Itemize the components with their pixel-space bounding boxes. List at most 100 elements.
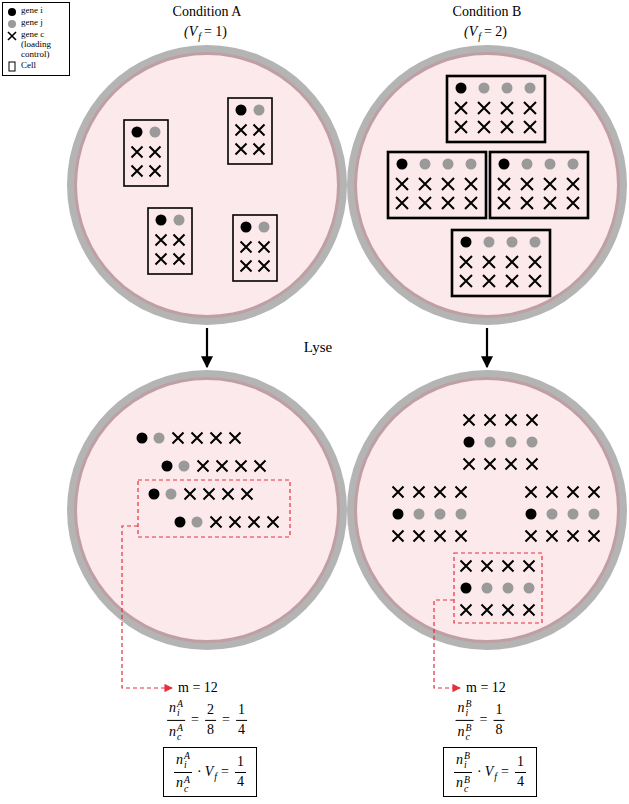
gene-j-dot	[502, 83, 513, 94]
gene-c-mark	[435, 531, 446, 542]
numerator: nBi	[456, 699, 474, 721]
gene-c-mark	[211, 433, 222, 444]
process-arrow	[206, 328, 208, 367]
formula-text: 1	[237, 755, 244, 770]
gene-c-mark	[173, 433, 184, 444]
numerator: nAi	[174, 751, 192, 773]
dish-illustration	[347, 370, 627, 650]
math-symbol: nBc	[456, 775, 470, 794]
gene-j-dot	[503, 583, 514, 594]
symbol-base: n	[169, 724, 176, 739]
gene-c-mark	[461, 561, 472, 572]
gene-c-mark	[483, 256, 495, 268]
gene-c-mark	[465, 197, 477, 209]
denominator: 4	[236, 721, 247, 738]
symbol-base: n	[456, 753, 463, 768]
gene-c-mark	[435, 487, 446, 498]
index-stack: Bc	[466, 723, 472, 742]
gene-c-mark	[242, 489, 253, 500]
gene-c-mark	[456, 531, 467, 542]
gene-i-dot	[156, 215, 167, 226]
legend-swatch	[6, 6, 18, 17]
gene-c-mark	[524, 561, 535, 572]
dish-illustration	[67, 45, 347, 325]
dish-rim	[67, 45, 347, 325]
cell-outline	[233, 215, 277, 281]
math-symbol: nAc	[176, 775, 190, 794]
symbol-base: n	[176, 776, 183, 791]
subscript: f	[478, 32, 481, 41]
fraction: 14	[235, 755, 246, 789]
text-line: nBinBc=18	[454, 699, 507, 741]
dish-medium	[357, 380, 617, 640]
gene-i-dot	[461, 583, 472, 594]
volume-factor: = 1)	[204, 24, 227, 40]
subscript: c	[184, 784, 190, 793]
denominator: nBc	[456, 721, 474, 742]
gene-c-mark	[544, 178, 556, 190]
gene-c-mark	[501, 102, 513, 114]
numerator: 1	[235, 755, 246, 773]
index-stack: f	[198, 23, 201, 42]
gene-c-mark	[526, 487, 537, 498]
gene-c-mark	[460, 256, 472, 268]
gene-c-mark	[589, 487, 600, 498]
result-box: nAinAc·Vf=14	[163, 747, 257, 797]
math-symbol: (Vf	[184, 23, 201, 42]
gene-c-mark	[589, 531, 600, 542]
index-stack: Ac	[184, 775, 190, 794]
subscript: c	[464, 784, 470, 793]
gene-c-mark	[236, 461, 247, 472]
gene-c-mark	[419, 197, 431, 209]
gene-c-mark	[198, 461, 209, 472]
subscript: i	[466, 708, 472, 717]
subscript: f	[494, 772, 497, 781]
lysate-dish: m = 12nAinAc=28=14	[67, 370, 347, 650]
formula-text: ·	[477, 764, 482, 780]
text-line: m = 12	[178, 680, 218, 696]
denominator: 8	[493, 721, 504, 738]
text-line: Condition B	[453, 4, 522, 20]
fraction: 14	[515, 755, 526, 789]
gene-i-dot	[236, 105, 247, 116]
math-symbol: nBi	[458, 699, 472, 718]
gene-c-mark	[185, 489, 196, 500]
dish-medium	[77, 380, 337, 640]
gene-j-dot	[166, 489, 177, 500]
legend-swatch	[6, 61, 18, 72]
dish-inner-rim	[74, 52, 340, 318]
superscript: B	[466, 699, 472, 708]
symbol-base: n	[176, 753, 183, 768]
denominator: nBc	[454, 773, 472, 794]
symbol-base: n	[456, 776, 463, 791]
cell-outline	[124, 120, 168, 186]
lysate-dish: m = 12nBinBc=18	[347, 370, 627, 650]
gene-c-mark	[465, 178, 477, 190]
text-line: (Vf= 2)	[464, 23, 510, 42]
math-symbol: nAi	[176, 751, 190, 770]
leader-line	[122, 526, 172, 688]
gene-c-mark	[568, 531, 579, 542]
cell-outline	[388, 152, 486, 218]
gene-i-dot	[456, 83, 467, 94]
gene-c-mark	[132, 166, 143, 177]
gene-c-mark	[478, 102, 490, 114]
fraction: 14	[236, 703, 247, 737]
gene-c-mark	[503, 605, 514, 616]
gene-i-dot	[241, 222, 252, 233]
gene-c-mark	[567, 197, 579, 209]
formula-text: 1	[517, 755, 524, 770]
formula-text: ·	[197, 764, 202, 780]
gene-i-dot	[397, 159, 408, 170]
spacer	[198, 23, 201, 32]
gene-c-mark	[455, 121, 467, 133]
gene-c-mark	[544, 197, 556, 209]
gene-c-mark	[498, 197, 510, 209]
gene-j-dot	[192, 517, 203, 528]
gene-c-mark	[455, 102, 467, 114]
formula-text: =	[480, 712, 488, 728]
gene-j-dot	[545, 159, 556, 170]
gene-c-mark	[501, 121, 513, 133]
gene-c-mark	[174, 235, 185, 246]
index-stack: Bi	[464, 751, 470, 770]
